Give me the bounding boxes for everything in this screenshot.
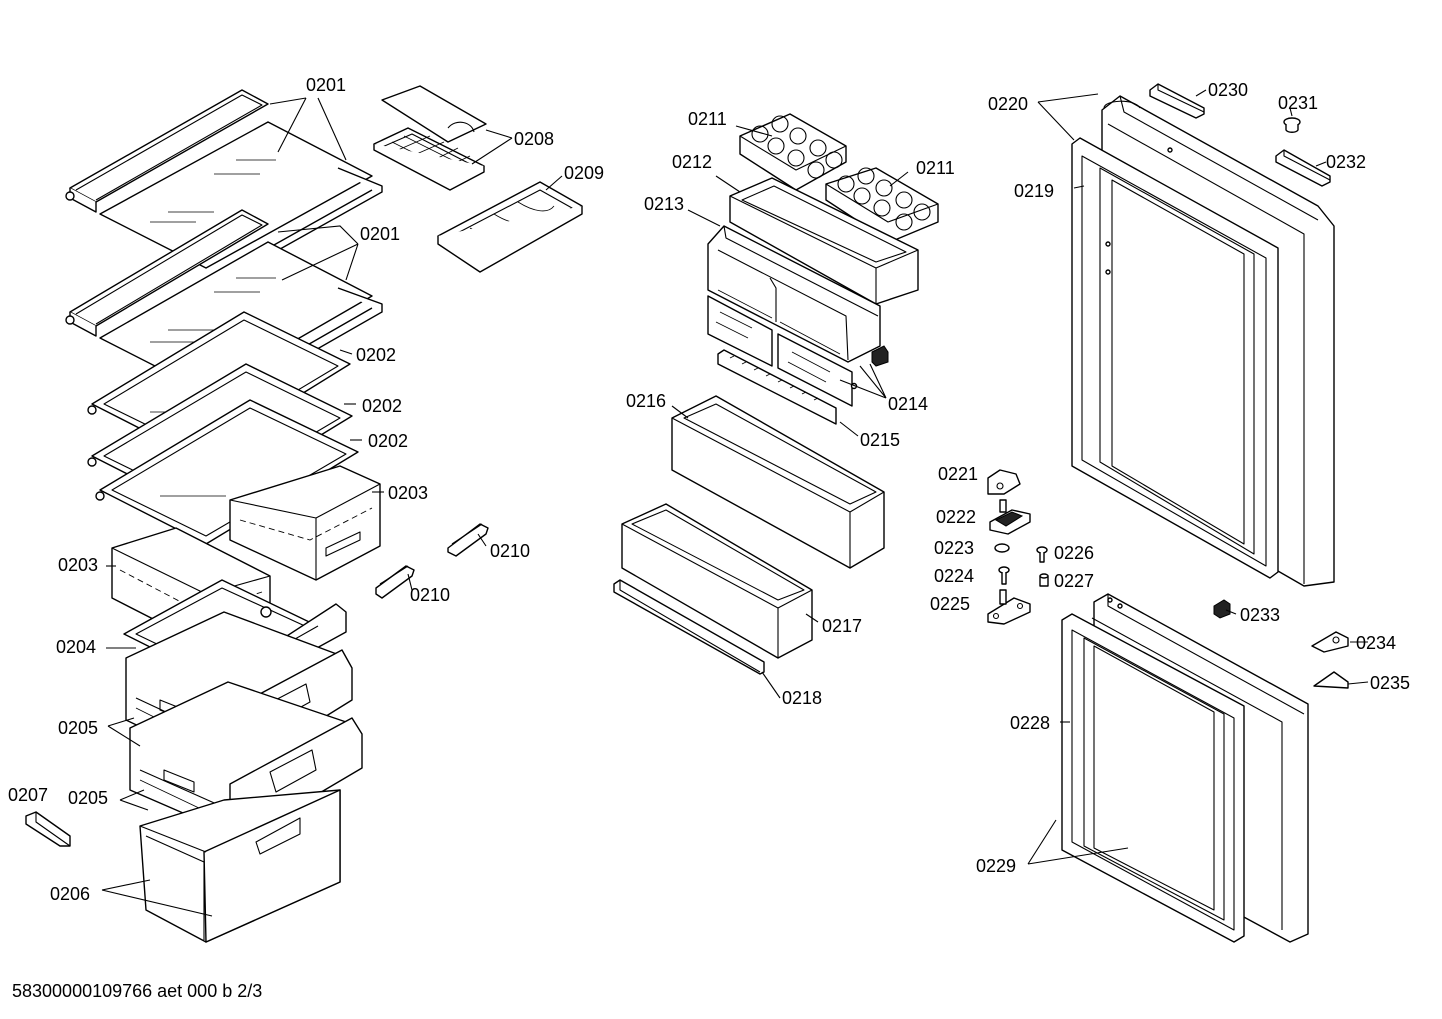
label-0231: 0231	[1278, 93, 1318, 113]
label-0235: 0235	[1370, 673, 1410, 693]
label-0206: 0206	[50, 884, 90, 904]
part-0214-flaps	[707, 295, 889, 407]
label-0209: 0209	[564, 163, 604, 183]
part-0222-hinge	[989, 499, 1031, 535]
part-0208-ice-tray	[373, 85, 487, 191]
part-0203-crisper-box-rear	[229, 465, 381, 581]
part-0233-clip	[1213, 599, 1231, 619]
part-0231-button	[1283, 117, 1301, 133]
label-0210-upper: 0210	[490, 541, 530, 561]
label-0216: 0216	[626, 391, 666, 411]
part-0211-egg-tray-left	[739, 113, 847, 191]
part-0232-cover-strip	[1275, 149, 1331, 187]
label-0224: 0224	[934, 566, 974, 586]
part-0207-small-flap	[25, 811, 71, 847]
part-0206-freezer-basket	[139, 789, 341, 943]
label-0211-left: 0211	[688, 109, 727, 129]
document-code: 58300000109766 aet 000 b 2/3	[12, 981, 262, 1001]
label-0221: 0221	[938, 464, 978, 484]
label-0232: 0232	[1326, 152, 1366, 172]
label-0230: 0230	[1208, 80, 1248, 100]
label-0220: 0220	[988, 94, 1028, 114]
part-0202-framed-shelf-3	[95, 399, 359, 545]
part-0224-pin	[998, 566, 1010, 585]
part-0225-lower-hinge	[987, 589, 1031, 625]
label-0233: 0233	[1240, 605, 1280, 625]
part-0209-rack-tray	[437, 181, 583, 273]
label-0226: 0226	[1054, 543, 1094, 563]
label-0202-c: 0202	[368, 431, 408, 451]
part-0221-hinge-plate	[987, 469, 1021, 495]
label-0223: 0223	[934, 538, 974, 558]
label-0210-lower: 0210	[410, 585, 450, 605]
label-0212: 0212	[672, 152, 712, 172]
part-0230-cover-strip	[1149, 83, 1205, 119]
part-0215-grille-strip	[717, 349, 837, 425]
label-0203-rear: 0203	[388, 483, 428, 503]
part-0234-bracket	[1311, 631, 1349, 653]
label-0234: 0234	[1356, 633, 1396, 653]
label-0228: 0228	[1010, 713, 1050, 733]
part-labels: 0201 0201 0202 0202 0202 0203 0203 0204 …	[8, 75, 1410, 904]
label-0213: 0213	[644, 194, 684, 214]
part-0217-lower-balcony	[621, 503, 813, 659]
label-0202-a: 0202	[356, 345, 396, 365]
part-0218-balcony-strip	[613, 579, 765, 675]
label-0229: 0229	[976, 856, 1016, 876]
label-0218: 0218	[782, 688, 822, 708]
label-0207: 0207	[8, 785, 48, 805]
part-0210-clip-lower	[375, 565, 415, 599]
label-0202-b: 0202	[362, 396, 402, 416]
label-0219: 0219	[1014, 181, 1054, 201]
label-0203-front: 0203	[58, 555, 98, 575]
part-0211-egg-tray-right	[825, 167, 939, 243]
label-0208: 0208	[514, 129, 554, 149]
label-0222: 0222	[936, 507, 976, 527]
part-0216-bottle-balcony	[671, 395, 885, 569]
label-0217: 0217	[822, 616, 862, 636]
part-0201-upper-glass-shelf	[65, 89, 383, 287]
part-0226-screw	[1036, 546, 1048, 563]
part-0210-clip-upper	[447, 523, 489, 557]
part-0223-washer	[994, 543, 1010, 553]
label-0225: 0225	[930, 594, 970, 614]
label-0204: 0204	[56, 637, 96, 657]
label-0214: 0214	[888, 394, 928, 414]
part-0213-compartment-lid	[707, 225, 881, 363]
part-0219-door-gasket	[1071, 137, 1279, 579]
label-0201-middle: 0201	[360, 224, 400, 244]
label-0215: 0215	[860, 430, 900, 450]
label-0227: 0227	[1054, 571, 1094, 591]
part-0227-sleeve	[1039, 573, 1049, 587]
part-0229-lower-gasket	[1061, 613, 1245, 943]
label-0205-lower: 0205	[68, 788, 108, 808]
leader-lines	[101, 89, 1369, 917]
label-0205-upper: 0205	[58, 718, 98, 738]
part-0235-cover	[1313, 671, 1349, 689]
part-0212-butter-compartment	[729, 177, 919, 305]
label-0201-upper: 0201	[306, 75, 346, 95]
label-0211-right: 0211	[916, 158, 955, 178]
